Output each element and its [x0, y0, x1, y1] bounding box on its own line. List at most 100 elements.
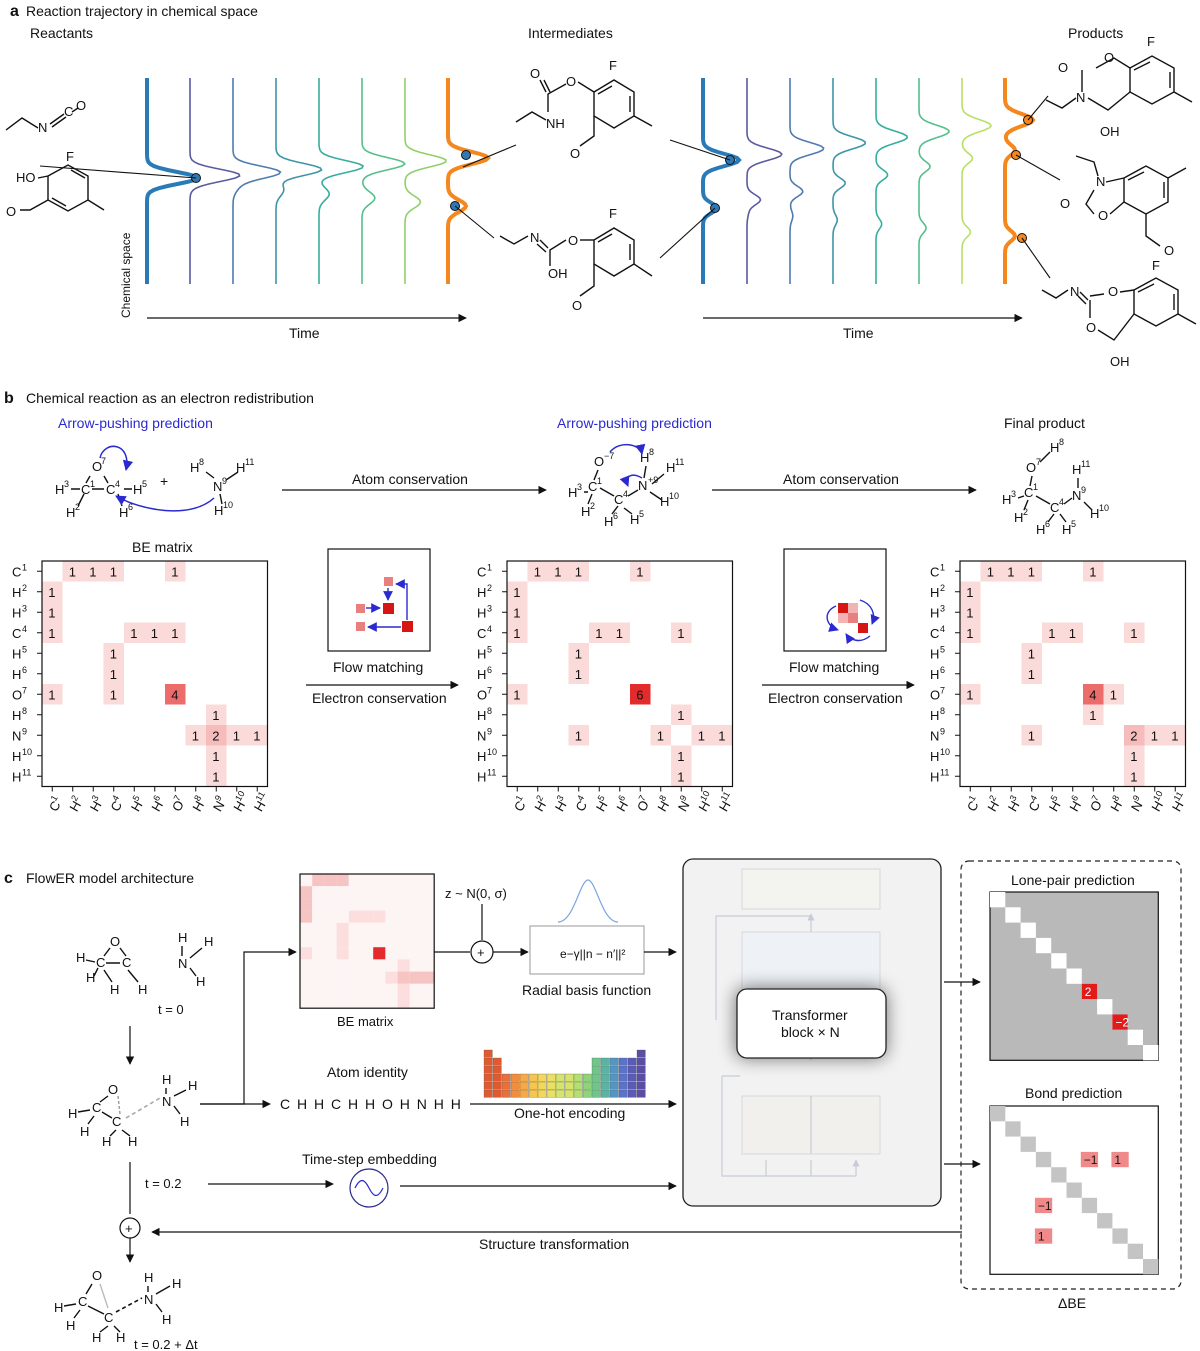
matrix-value: 1: [1028, 646, 1035, 661]
matrix-cell: [42, 622, 63, 643]
element-cell: [609, 1081, 619, 1090]
matrix-value: 1: [677, 769, 684, 784]
heat-cell: [397, 886, 410, 899]
heat-cell: [373, 898, 386, 911]
matrix-row-index: 9: [22, 726, 27, 736]
heat-cell: [336, 959, 349, 972]
matrix-cell: [247, 725, 268, 746]
matrix-cell: [691, 725, 712, 746]
time-label-2: Time: [843, 325, 874, 341]
element-cell: [492, 1073, 502, 1082]
matrix-row-index: 3: [487, 603, 492, 613]
heat-cell: [300, 922, 313, 935]
heat-cell: [300, 874, 313, 887]
svg-text:N: N: [162, 1094, 171, 1109]
time-t02-label: t = 0.2: [145, 1176, 182, 1191]
matrix-value: 1: [575, 667, 582, 682]
heat-cell: [324, 935, 337, 948]
element-cell: [618, 1081, 628, 1090]
heat-cell: [324, 947, 337, 960]
matrix-cell: [671, 766, 692, 787]
atom-conservation-label-2: Atom conservation: [783, 471, 899, 487]
trajectory-curve: [232, 78, 282, 284]
svg-text:N: N: [1072, 488, 1081, 503]
svg-text:H: H: [1014, 510, 1023, 525]
rbf-box: e−γ||n − n′||²: [529, 879, 645, 975]
matrix-cell: [83, 561, 104, 582]
matrix-value: 6: [636, 687, 643, 702]
element-cell: [618, 1057, 628, 1066]
svg-text:H: H: [116, 1330, 125, 1345]
svg-text:NH: NH: [546, 116, 565, 131]
heat-cell: [312, 874, 325, 887]
matrix-cell: [1083, 684, 1104, 705]
svg-text:10: 10: [1099, 503, 1109, 513]
element-cell: [564, 1073, 574, 1082]
matrix-cell: [650, 725, 671, 746]
products-label: Products: [1068, 25, 1123, 41]
svg-text:H: H: [54, 1300, 63, 1315]
matrix-cell: [144, 622, 165, 643]
electron-conservation-label-1: Electron conservation: [312, 690, 447, 706]
heat-cell: [324, 983, 337, 996]
heat-cell: [348, 898, 361, 911]
matrix-cell: [568, 663, 589, 684]
svg-text:H: H: [119, 505, 128, 520]
trajectory-curve: [446, 78, 491, 284]
molecule-t02: O C C H H H H N H H H: [68, 1072, 197, 1149]
matrix-value: 1: [192, 728, 199, 743]
matrix-col-index: 3: [555, 793, 566, 802]
matrix-row-label: C: [930, 626, 939, 641]
svg-text:O: O: [108, 1082, 118, 1097]
element-cell: [483, 1065, 493, 1074]
matrix-row-index: 8: [487, 706, 492, 716]
species-dot: [461, 150, 471, 160]
matrix-cell: [1021, 561, 1042, 582]
lone-pair-cell: [1081, 983, 1098, 1000]
svg-text:H: H: [1062, 522, 1071, 537]
svg-text:O: O: [92, 459, 102, 474]
svg-text:7: 7: [101, 456, 106, 466]
matrix-value: 1: [110, 687, 117, 702]
svg-text:−7: −7: [604, 451, 614, 461]
matrix-col-index: 10: [1151, 789, 1165, 803]
bond-value: 1: [1038, 1229, 1045, 1243]
matrix-cell: [507, 581, 528, 602]
matrix-value: 1: [212, 708, 219, 723]
matrix-value: 1: [48, 585, 55, 600]
matrix-value: 1: [1110, 687, 1117, 702]
matrix-row-index: 5: [22, 644, 27, 654]
product-benzoxazolone: N O O O: [1060, 155, 1187, 258]
heat-cell: [422, 983, 435, 996]
heat-cell: [397, 959, 410, 972]
svg-text:1: 1: [597, 476, 602, 486]
trajectory-curve: [918, 78, 951, 284]
reactant-isocyanate: N C O: [5, 98, 86, 135]
svg-text:H: H: [68, 1106, 77, 1121]
heat-cell: [312, 947, 325, 960]
matrix-row-label: H: [477, 667, 486, 682]
matrix-cell: [103, 684, 124, 705]
trajectory-curve: [404, 78, 447, 284]
heat-cell: [312, 971, 325, 984]
matrix-cell: [206, 725, 227, 746]
svg-text:3: 3: [1011, 489, 1016, 499]
matrix-value: 1: [718, 728, 725, 743]
svg-text:O: O: [1164, 243, 1174, 258]
bond-value: 1: [1114, 1153, 1121, 1167]
heat-cell: [300, 898, 313, 911]
heat-cell: [348, 935, 361, 948]
heat-cell: [409, 947, 422, 960]
element-cell: [537, 1089, 547, 1098]
atom-conservation-label-1: Atom conservation: [352, 471, 468, 487]
svg-text:H: H: [188, 1078, 197, 1093]
noise-label: z ~ N(0, σ): [445, 886, 507, 901]
element-cell: [618, 1089, 628, 1098]
flow-matching-label-1: Flow matching: [333, 659, 423, 675]
molecule-t-final: O C C H H H H N H H H: [54, 1268, 181, 1345]
heat-cell: [385, 971, 398, 984]
matrix-value: 1: [1048, 626, 1055, 641]
bond-cell: [1080, 1151, 1099, 1168]
rbf-formula: e−γ||n − n′||²: [560, 947, 625, 961]
